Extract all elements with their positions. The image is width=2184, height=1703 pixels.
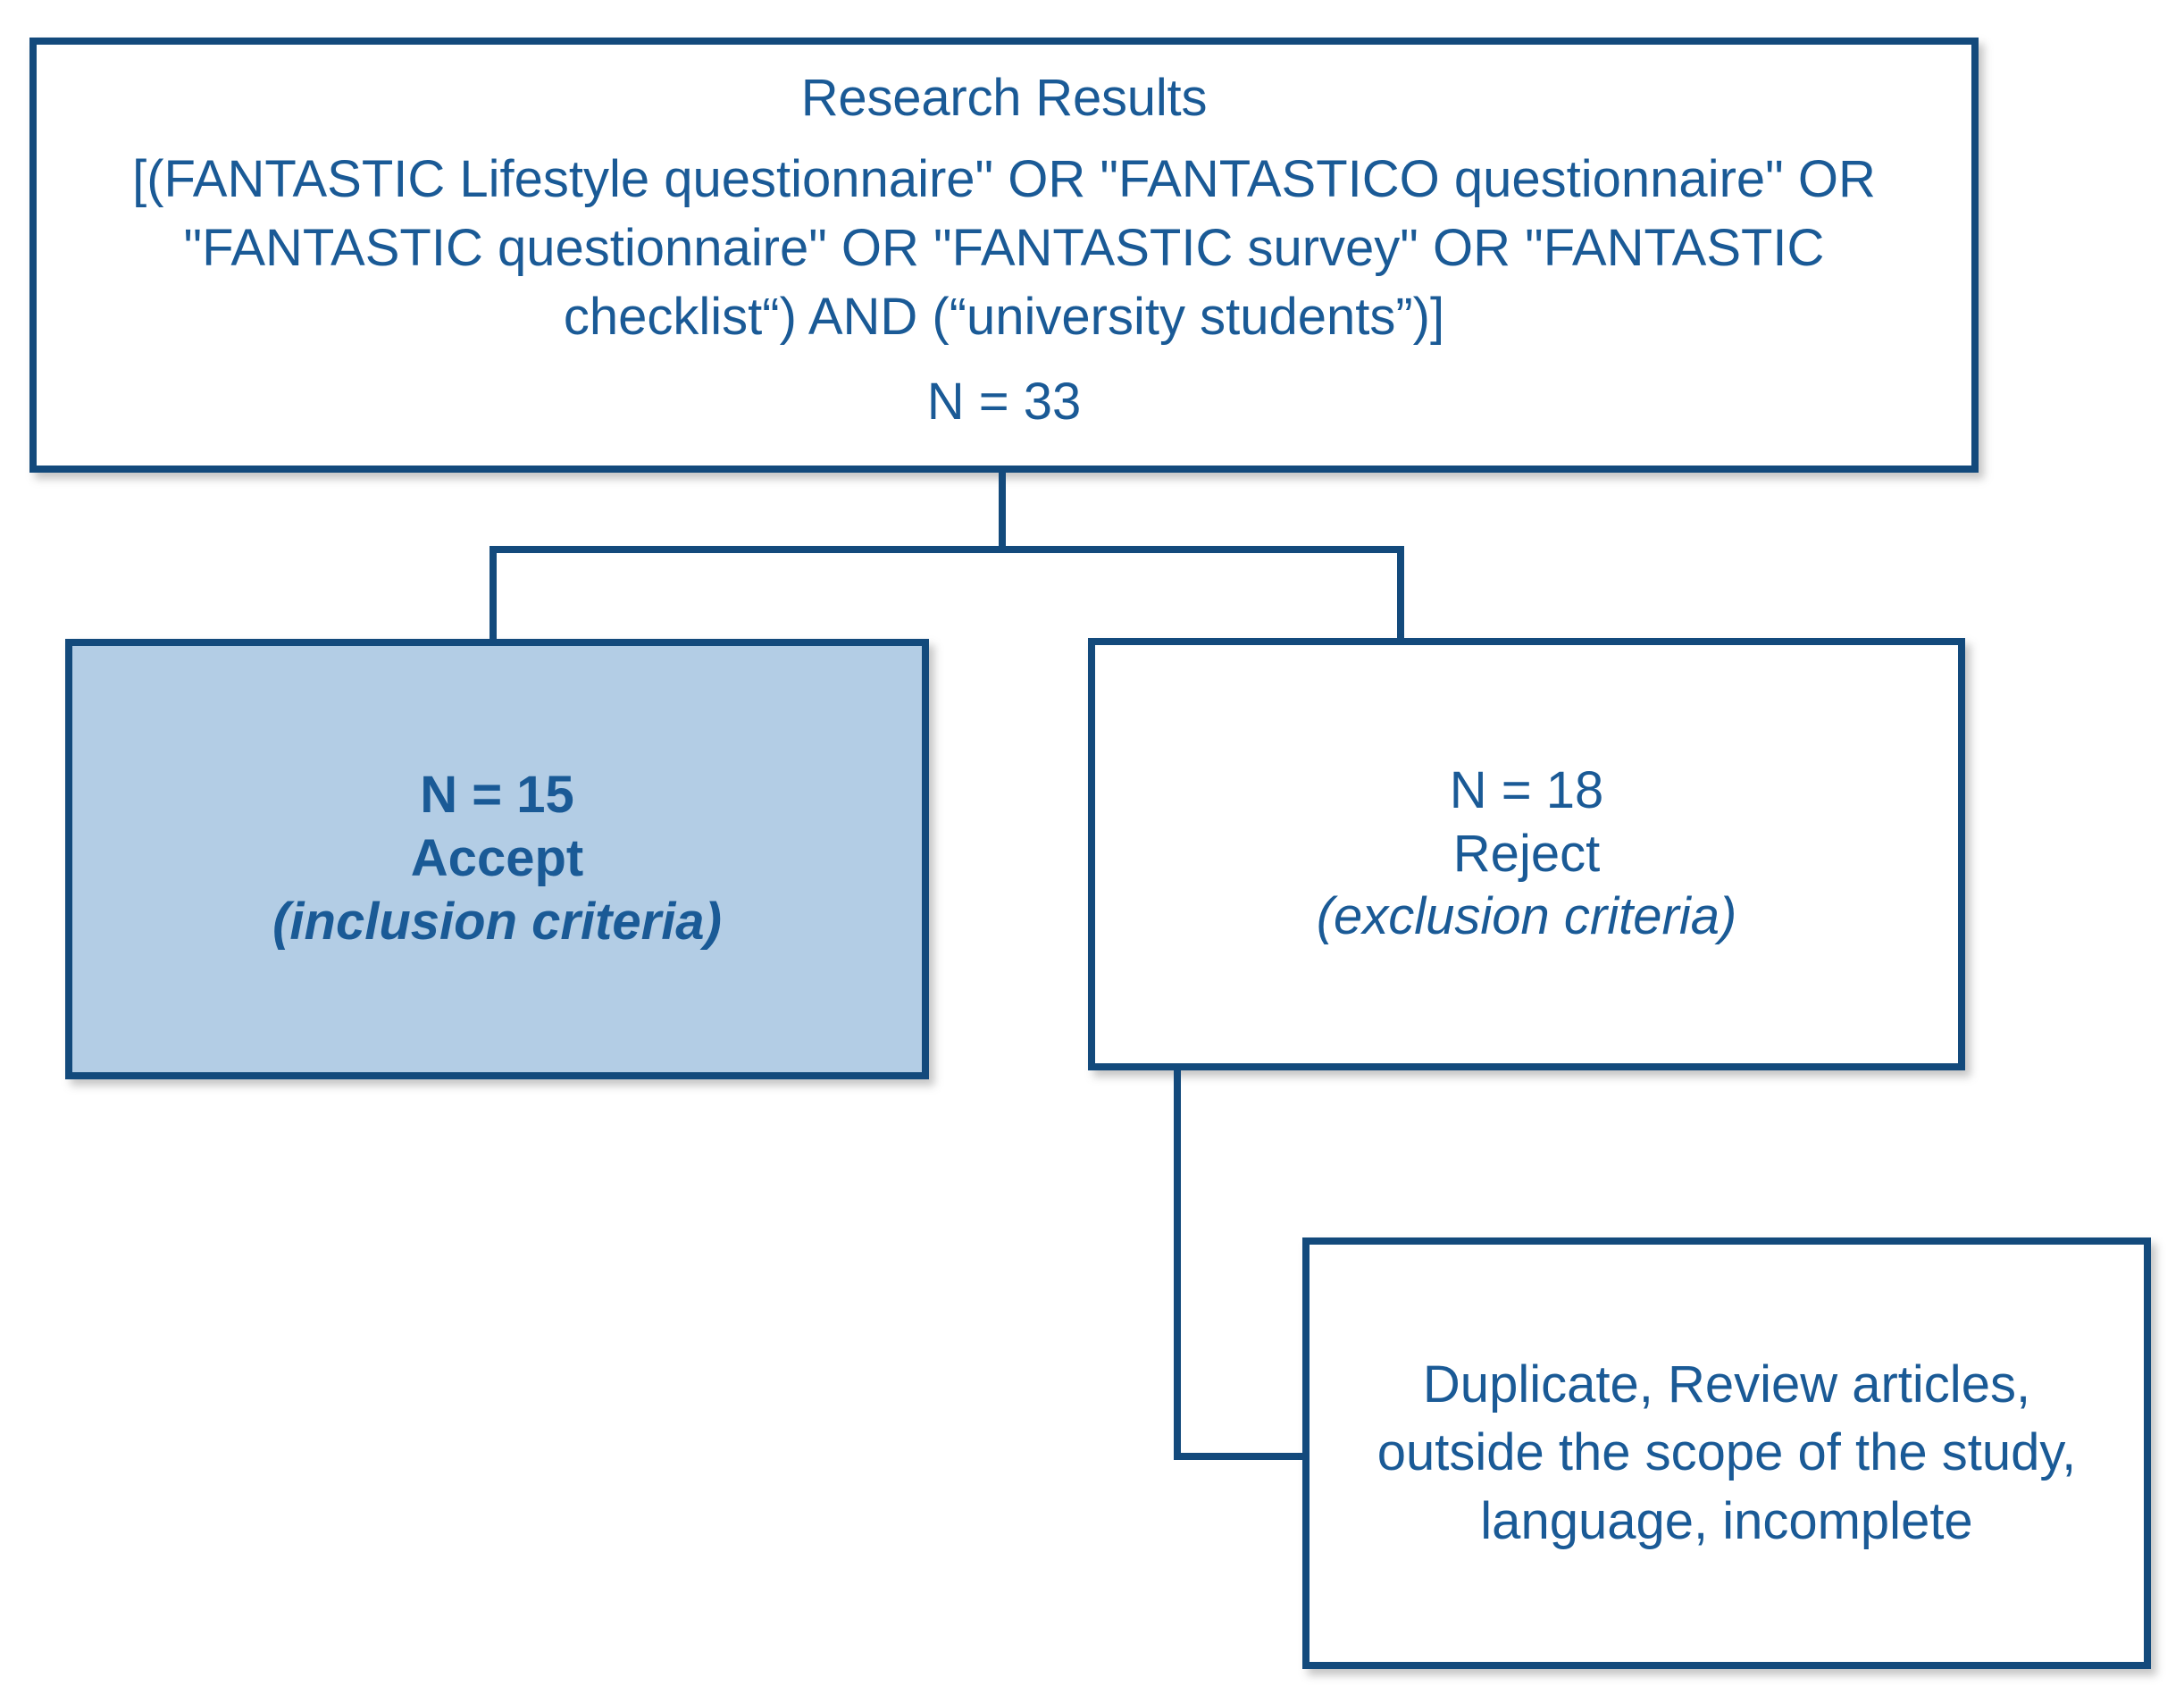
accept-count: N = 15 [420, 766, 574, 825]
node-research-results[interactable]: Research Results [(FANTASTIC Lifestyle q… [29, 38, 1979, 473]
accept-criteria: (inclusion criteria) [272, 892, 722, 951]
reject-criteria: (exclusion criteria) [1316, 887, 1737, 946]
node-reject[interactable]: N = 18 Reject (exclusion criteria) [1088, 638, 1965, 1070]
connector-reasons-elbow [1174, 1453, 1310, 1460]
accept-decision: Accept [410, 829, 584, 888]
node-accept[interactable]: N = 15 Accept (inclusion criteria) [65, 639, 929, 1079]
search-query-text: [(FANTASTIC Lifestyle questionnaire" OR … [132, 149, 1876, 347]
node-exclusion-reasons[interactable]: Duplicate, Review articles, outside the … [1302, 1237, 2151, 1669]
reject-count: N = 18 [1449, 760, 1604, 819]
connector-reject-stem [1174, 1067, 1181, 1460]
connector-root-stem [999, 471, 1006, 553]
connector-sibling-bar [490, 546, 1404, 553]
research-results-count: N = 33 [926, 373, 1082, 432]
research-results-heading: Research Results [800, 69, 1208, 127]
connector-reject-drop [1397, 546, 1404, 642]
connector-accept-drop [490, 546, 497, 642]
exclusion-reasons-text: Duplicate, Review articles, outside the … [1377, 1355, 2077, 1550]
reject-decision: Reject [1452, 824, 1601, 883]
